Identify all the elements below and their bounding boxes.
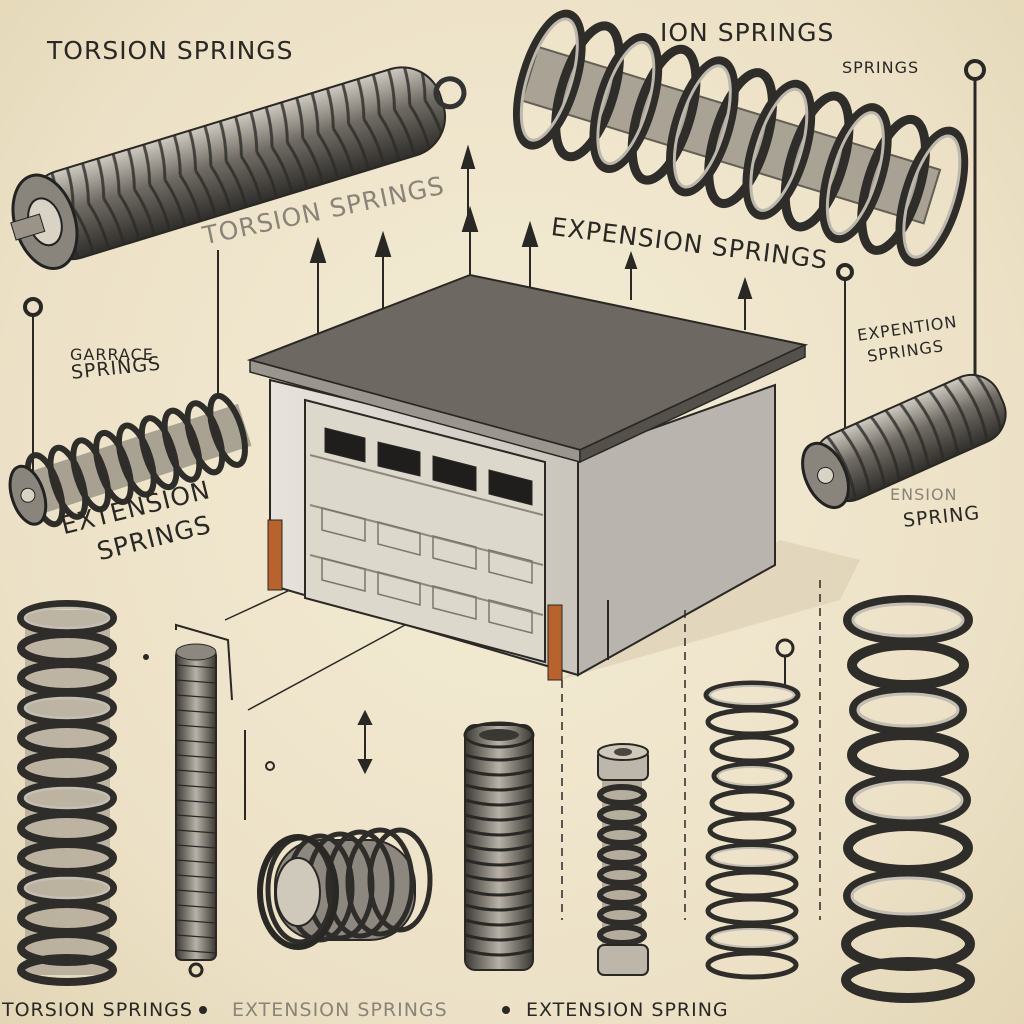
compression-spring-small <box>597 743 649 976</box>
compression-spring-tapered <box>703 638 801 980</box>
extension-spring-left <box>8 250 252 528</box>
garage-building <box>246 273 860 681</box>
label-ension-right: ENSION <box>890 485 958 504</box>
label-garrace: GARRACE <box>70 345 154 364</box>
label-springs-top-right: SPRINGS <box>842 58 920 77</box>
torsion-spring-short <box>257 827 433 950</box>
torsion-spring-top-left <box>10 66 467 271</box>
label-extension-spring-bottom: EXTENSION SPRING <box>526 999 729 1021</box>
torsion-spring-right <box>801 263 1007 509</box>
hanging-rod-right <box>964 59 986 380</box>
label-torsion-springs-top-left: TORSION SPRINGS <box>47 36 294 65</box>
label-torsion-springs-bottom: TORSION SPRINGS <box>2 999 193 1021</box>
bullet-marks <box>143 654 510 1014</box>
compression-spring-middle <box>463 721 535 971</box>
leader-lines <box>224 580 821 920</box>
compression-spring-far-left <box>17 600 117 986</box>
label-extension-springs-bottom: EXTENSION SPRINGS <box>232 999 448 1021</box>
extension-spring-rod <box>175 623 246 978</box>
double-arrow-icon <box>357 709 373 775</box>
extension-spring-top-right <box>512 9 969 267</box>
compression-spring-large-right <box>841 595 975 1003</box>
label-ion-springs-top: ION SPRINGS <box>660 18 835 47</box>
